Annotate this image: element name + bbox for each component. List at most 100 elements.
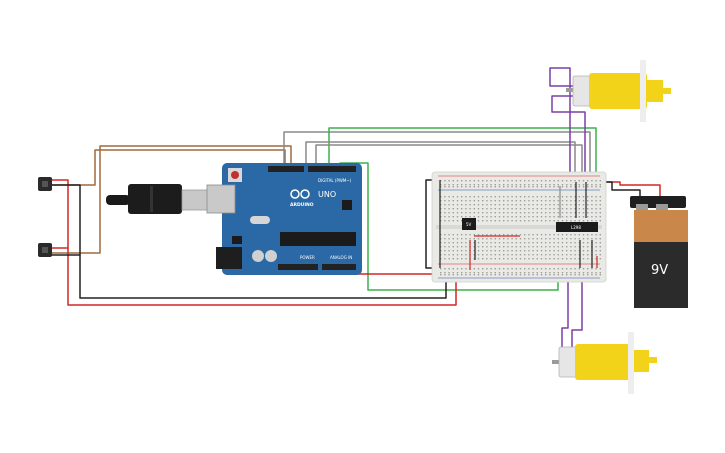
breadboard-hole xyxy=(536,274,538,276)
breadboard-hole xyxy=(519,200,522,202)
breadboard-hole xyxy=(553,186,555,188)
wire-red-sensor-power[interactable] xyxy=(51,179,69,249)
breadboard-hole xyxy=(578,246,580,248)
breadboard-hole xyxy=(482,268,484,270)
breadboard-hole xyxy=(549,242,551,244)
breadboard-hole xyxy=(490,268,492,270)
breadboard-hole xyxy=(486,184,488,186)
breadboard[interactable]: 5V L298 xyxy=(431,171,607,283)
breadboard-hole xyxy=(532,208,534,210)
breadboard-hole xyxy=(448,180,450,182)
breadboard-hole xyxy=(591,184,593,186)
breadboard-hole xyxy=(532,180,534,182)
breadboard-hole xyxy=(570,208,572,210)
breadboard-hole xyxy=(473,254,475,256)
breadboard-hole xyxy=(461,268,463,270)
breadboard-hole xyxy=(456,268,459,270)
usb-cable-strain-relief xyxy=(106,195,130,205)
breadboard-hole xyxy=(591,180,593,182)
breadboard-hole xyxy=(595,212,597,214)
breadboard-hole xyxy=(566,184,568,186)
breadboard-hole xyxy=(494,234,496,236)
motor-axle-bottom xyxy=(649,357,657,363)
breadboard-hole xyxy=(557,186,559,188)
dc-motor-bottom[interactable] xyxy=(552,332,657,394)
breadboard-hole xyxy=(473,246,475,248)
wire-gray-1[interactable] xyxy=(283,131,591,181)
arduino-brand-label: ARDUINO xyxy=(290,202,314,208)
breadboard-hole xyxy=(477,200,480,202)
usb-cable[interactable] xyxy=(106,184,211,214)
wire-black-battery[interactable] xyxy=(600,181,641,197)
breadboard-hole xyxy=(494,220,496,222)
arduino-uno[interactable]: DIGITAL (PWM~) ARDUINO UNO POWER ANALOG … xyxy=(206,163,362,275)
battery-9v[interactable]: 9V xyxy=(630,196,688,308)
wire-black-long[interactable] xyxy=(79,254,447,299)
wire-purple-motor-top-2[interactable] xyxy=(551,95,586,233)
breadboard-hole xyxy=(469,274,471,276)
breadboard-hole xyxy=(477,250,480,252)
breadboard-hole xyxy=(477,208,480,210)
breadboard-hole xyxy=(448,184,450,186)
wire-black-sensor-gnd[interactable] xyxy=(51,184,81,256)
breadboard-hole xyxy=(511,184,513,186)
breadboard-hole xyxy=(461,246,463,248)
breadboard-hole xyxy=(599,258,601,260)
wire-gray-3[interactable] xyxy=(315,144,583,183)
breadboard-hole xyxy=(536,220,538,222)
breadboard-hole xyxy=(599,274,601,276)
breadboard-hole xyxy=(440,238,442,240)
breadboard-hole xyxy=(477,216,480,218)
breadboard-hole xyxy=(524,204,526,206)
wire-brown-sensor-2[interactable] xyxy=(51,145,292,254)
reset-button-cap[interactable] xyxy=(231,171,239,179)
breadboard-hole xyxy=(574,258,576,260)
wire-red-long[interactable] xyxy=(67,247,457,306)
breadboard-hole xyxy=(469,238,471,240)
breadboard-hole xyxy=(524,196,526,198)
breadboard-hole xyxy=(591,200,593,202)
breadboard-hole xyxy=(595,274,597,276)
breadboard-hole xyxy=(587,212,589,214)
breadboard-hole xyxy=(503,196,505,198)
breadboard-hole xyxy=(549,216,551,218)
breadboard-hole xyxy=(503,234,505,236)
breadboard-hole xyxy=(595,208,597,210)
breadboard-hole xyxy=(553,234,555,236)
wire-red-battery[interactable] xyxy=(604,181,661,197)
motor-can-top xyxy=(572,75,592,107)
breadboard-hole xyxy=(498,216,501,218)
breadboard-hole xyxy=(566,242,568,244)
motor-driver[interactable]: L298 xyxy=(556,222,598,232)
breadboard-hole xyxy=(557,238,559,240)
breadboard-hole xyxy=(587,238,589,240)
wire-gray-2[interactable] xyxy=(305,141,576,183)
wire-green-1[interactable] xyxy=(328,127,597,183)
voltage-regulator[interactable]: 5V xyxy=(462,218,476,230)
breadboard-hole xyxy=(456,250,459,252)
breadboard-hole xyxy=(440,208,442,210)
breadboard-hole xyxy=(465,246,467,248)
breadboard-hole xyxy=(582,234,585,236)
breadboard-hole xyxy=(587,196,589,198)
breadboard-hole xyxy=(482,208,484,210)
breadboard-hole xyxy=(465,180,467,182)
dc-motor-top[interactable] xyxy=(566,60,671,122)
breadboard-hole xyxy=(440,180,442,182)
breadboard-hole xyxy=(528,242,530,244)
breadboard-hole xyxy=(456,204,459,206)
breadboard-hole xyxy=(515,208,517,210)
breadboard-hole xyxy=(570,234,572,236)
wire-purple-motor-top-1[interactable] xyxy=(549,67,576,233)
ir-sensor-bottom[interactable] xyxy=(38,243,52,257)
breadboard-hole xyxy=(507,234,509,236)
breadboard-hole xyxy=(511,220,513,222)
breadboard-hole xyxy=(599,234,601,236)
breadboard-hole xyxy=(561,212,564,214)
breadboard-hole xyxy=(570,200,572,202)
breadboard-hole xyxy=(482,196,484,198)
breadboard-hole xyxy=(570,196,572,198)
breadboard-hole xyxy=(545,242,547,244)
ir-sensor-top[interactable] xyxy=(38,177,52,191)
